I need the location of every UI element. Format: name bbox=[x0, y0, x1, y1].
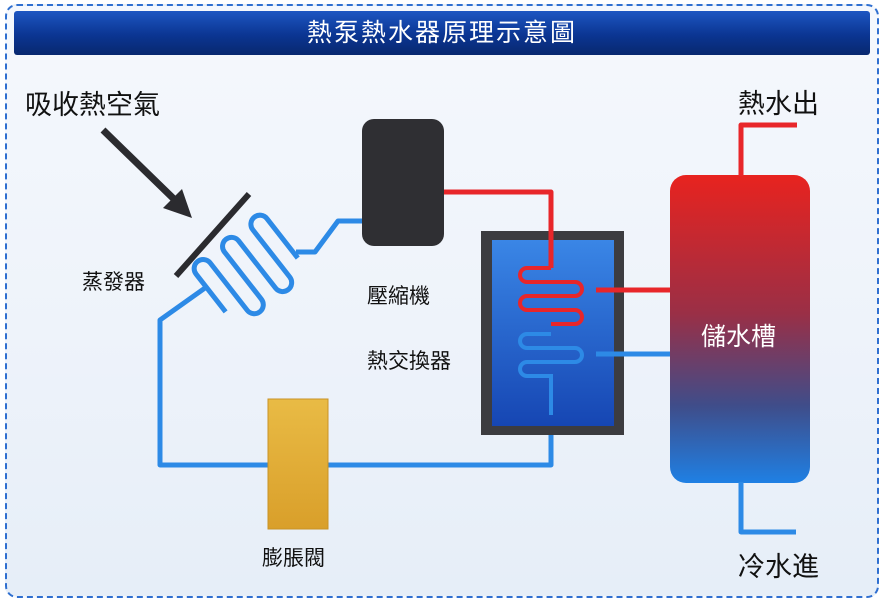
cold-pipe-loop bbox=[157, 285, 554, 468]
storage-tank bbox=[670, 175, 810, 483]
heat-absorb-label: 吸收熱空氣 bbox=[25, 90, 160, 121]
heat-exchanger-coil-cold bbox=[518, 332, 584, 415]
compressor-label: 壓縮機 bbox=[367, 284, 430, 308]
heat-exchanger-label: 熱交換器 bbox=[367, 349, 451, 373]
evaporator-label: 蒸發器 bbox=[82, 270, 145, 294]
expansion-valve bbox=[267, 398, 329, 530]
compressor bbox=[362, 119, 444, 246]
evaporator-plate bbox=[173, 192, 252, 278]
air-arrow-shaft bbox=[100, 127, 180, 205]
cold-water-inlet-pipe bbox=[738, 482, 796, 535]
storage-tank-label: 儲水槽 bbox=[701, 322, 777, 351]
evaporator-coil bbox=[191, 212, 300, 317]
air-arrow-head bbox=[163, 189, 192, 218]
hot-water-out-label: 熱水出 bbox=[738, 89, 819, 120]
expansion-valve-label: 膨脹閥 bbox=[262, 546, 325, 570]
hot-water-outlet-pipe bbox=[738, 122, 797, 176]
cold-water-in-label: 冷水進 bbox=[738, 552, 819, 583]
heat-exchanger-coil-hot bbox=[518, 266, 584, 326]
hot-pipe-from-compressor bbox=[444, 189, 554, 268]
diagram-title: 熱泵熱水器原理示意圖 bbox=[306, 18, 577, 47]
cold-pipe-to-compressor bbox=[296, 218, 364, 255]
title-bar: 熱泵熱水器原理示意圖 bbox=[14, 11, 870, 55]
